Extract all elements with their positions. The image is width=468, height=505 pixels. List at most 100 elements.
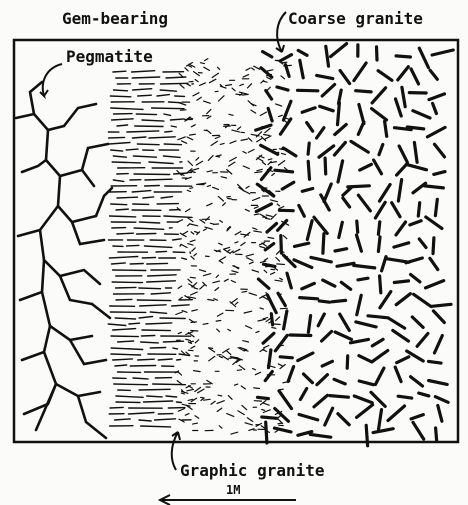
feldspar-lath <box>359 381 373 385</box>
graphic-granite-stroke <box>132 191 151 192</box>
feldspar-lath <box>436 428 437 441</box>
feldspar-lath <box>374 160 382 174</box>
transition-dash <box>272 328 276 329</box>
coarse-granite-texture <box>256 44 454 446</box>
feldspar-lath <box>284 311 287 329</box>
feldspar-lath <box>268 108 272 121</box>
feldspar-lath <box>310 434 331 437</box>
transition-dash <box>255 372 260 374</box>
graphic-granite-stroke <box>133 378 148 379</box>
feldspar-lath <box>395 367 401 382</box>
transition-dash <box>232 271 238 273</box>
graphic-granite-stroke <box>138 359 155 360</box>
transition-dash <box>188 399 193 400</box>
graphic-granite-stroke <box>117 233 133 234</box>
feldspar-lath <box>335 332 351 339</box>
feldspar-lath <box>258 397 269 398</box>
transition-dash <box>274 324 280 325</box>
graphic-granite-stroke <box>126 149 138 150</box>
transition-dash <box>254 66 260 69</box>
graphic-granite-stroke <box>110 96 130 97</box>
graphic-granite-stroke <box>116 209 128 210</box>
transition-dash <box>260 214 265 217</box>
transition-dash <box>218 67 220 69</box>
transition-dash <box>196 161 202 165</box>
graphic-granite-pointer <box>172 432 180 470</box>
transition-dash <box>242 291 247 292</box>
transition-dash <box>191 331 198 332</box>
graphic-granite-stroke <box>130 366 155 367</box>
feldspar-lath <box>427 127 445 136</box>
transition-dash <box>200 83 206 86</box>
transition-dash <box>187 190 190 191</box>
feldspar-lath <box>323 234 324 254</box>
graphic-granite-stroke <box>173 239 181 240</box>
feldspar-lath <box>432 304 451 306</box>
transition-dash <box>188 279 192 283</box>
transition-dash <box>188 218 193 222</box>
graphic-granite-stroke <box>140 305 166 306</box>
graphic-granite-stroke <box>110 407 123 408</box>
graphic-granite-stroke <box>160 90 176 91</box>
transition-dash <box>180 85 184 89</box>
feldspar-lath <box>320 106 334 111</box>
graphic-granite-stroke <box>115 419 131 420</box>
transition-dash <box>263 403 269 405</box>
transition-dash <box>204 399 211 400</box>
transition-dash <box>191 256 194 259</box>
transition-dash <box>211 401 215 404</box>
transition-dash <box>193 423 198 424</box>
graphic-granite-stroke <box>164 114 171 115</box>
feldspar-lath <box>275 170 293 172</box>
feldspar-lath <box>318 314 324 326</box>
transition-dash <box>249 262 253 264</box>
transition-dash <box>191 346 195 348</box>
transition-dash <box>196 158 199 161</box>
graphic-granite-stroke <box>134 174 170 175</box>
feldspar-lath <box>284 101 291 120</box>
transition-dash <box>216 321 221 322</box>
graphic-granite-stroke <box>170 119 184 120</box>
feldspar-lath <box>429 94 445 100</box>
graphic-granite-stroke <box>156 251 167 252</box>
feldspar-lath <box>338 103 340 125</box>
feldspar-lath <box>290 335 311 336</box>
feldspar-lath <box>357 295 361 314</box>
feldspar-lath <box>394 243 409 247</box>
feldspar-lath <box>354 63 366 81</box>
transition-dash <box>216 155 221 156</box>
transition-dash <box>262 162 265 164</box>
diagram-frame <box>14 40 458 442</box>
transition-dash <box>277 204 279 206</box>
transition-dash <box>195 340 198 343</box>
feldspar-lath <box>258 279 269 288</box>
feldspar-lath <box>373 351 388 362</box>
feldspar-lath <box>413 111 430 118</box>
feldspar-lath <box>319 146 334 157</box>
transition-dash <box>198 389 204 393</box>
feldspar-lath <box>314 395 327 407</box>
transition-dash <box>248 138 252 141</box>
transition-dash <box>192 310 198 311</box>
feldspar-lath <box>299 415 318 420</box>
transition-dash <box>219 257 226 261</box>
transition-dash <box>181 244 187 247</box>
feldspar-lath <box>377 47 378 60</box>
graphic-granite-stroke <box>108 324 126 326</box>
transition-dash <box>217 329 220 332</box>
transition-dash <box>183 231 188 234</box>
feldspar-lath <box>407 127 423 129</box>
feldspar-lath <box>298 90 318 91</box>
feldspar-lath <box>256 204 271 212</box>
graphic-granite-stroke <box>137 234 156 235</box>
coarse-granite-pointer <box>276 12 286 52</box>
feldspar-lath <box>359 356 372 362</box>
transition-dash-texture <box>175 59 291 435</box>
feldspar-lath <box>389 318 405 328</box>
graphic-granite-stroke <box>176 402 181 403</box>
feldspar-lath <box>393 330 409 341</box>
transition-dash <box>228 396 232 400</box>
transition-dash <box>278 364 282 366</box>
feldspar-lath <box>280 357 292 358</box>
feldspar-lath <box>356 322 376 327</box>
